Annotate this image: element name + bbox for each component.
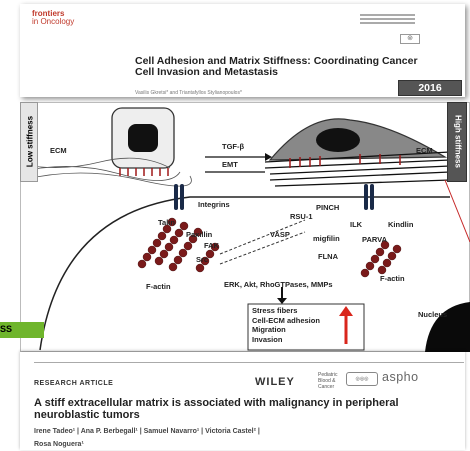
ilk-label: ILK (350, 220, 363, 229)
integrins-label: Integrins (198, 200, 230, 209)
low-stiffness-tab: Low stiffness (20, 102, 38, 182)
tgf-arrow-head (265, 153, 272, 161)
paper-top-card: frontiers in Oncology ⊚ Cell Adhesion an… (20, 4, 465, 97)
right-cell-nucleus (316, 128, 360, 152)
ecm-fibers-right (264, 151, 451, 187)
green-label-tab: SS (0, 322, 44, 338)
src-label: Src (196, 255, 209, 264)
left-cell-nucleus (128, 124, 158, 152)
kindlin-label: Kindlin (388, 220, 414, 229)
ecm-left-label: ECM (50, 146, 67, 155)
talin-label: Talin (158, 218, 175, 227)
vasp-label: VASP (270, 230, 290, 239)
tgf-label: TGF-β (222, 142, 245, 151)
authors-line: Rosa Noguera¹ (34, 441, 84, 448)
rsu1-label: RSU-1 (290, 212, 313, 221)
dashed-arrow-2 (219, 231, 306, 265)
parva-label: PARVA (362, 235, 388, 244)
zoom-line (444, 179, 470, 243)
publisher-logo: WILEY (255, 376, 295, 388)
paper-meta-lines (360, 14, 415, 28)
dashed-arrow-1 (219, 219, 306, 255)
pinch-label: PINCH (316, 203, 340, 212)
society-emblem-icon: ◎◎◎ (346, 372, 378, 386)
left-adhesions (119, 168, 169, 176)
logo-journal: in Oncology (32, 17, 75, 26)
nucleus-label: Nucleus (418, 310, 448, 319)
paper-top-title: Cell Adhesion and Matrix Stiffness: Coor… (135, 55, 418, 78)
paxillin-label: Paxillin (186, 230, 213, 239)
paper-bottom-authors: Irene Tadeo¹ | Ana P. Berbegall¹ | Samue… (34, 425, 414, 451)
right-adhesions (289, 154, 401, 168)
factin-left-beads (137, 217, 220, 273)
signaling-label: ERK, Akt, RhoGTPases, MMPs (224, 280, 333, 289)
outcome-item: Stress fibers (252, 306, 298, 315)
factin-left-label: F-actin (146, 282, 171, 291)
integrin-right (364, 184, 374, 210)
increase-arrow-head (339, 306, 353, 316)
flna-label: FLNA (318, 252, 338, 261)
outcome-item: Invasion (252, 334, 283, 344)
high-stiffness-tab: High stiffness (447, 102, 467, 182)
factin-right-beads (360, 240, 402, 278)
ecm-right-label: ECM (416, 146, 433, 155)
paper-header-line (34, 356, 464, 363)
paper-bottom-title: A stiff extracellular matrix is associat… (34, 397, 399, 421)
emt-label: EMT (222, 160, 238, 169)
low-stiffness-label: Low stiffness (25, 115, 35, 168)
frontiers-logo: frontiers in Oncology (32, 10, 74, 26)
paper-top-authors: Vasilis Gkretsi* and Triantafyllos Styli… (135, 90, 242, 96)
society-name: aspho (382, 370, 419, 384)
outcome-item: Cell-ECM adhesion (252, 315, 320, 325)
outcomes-list: Stress fibers Cell-ECM adhesion Migratio… (252, 306, 320, 344)
authors-line: Irene Tadeo¹ | Ana P. Berbegall¹ | Samue… (34, 428, 260, 435)
down-arrow-head (277, 298, 287, 304)
figure-diagram (20, 107, 470, 352)
fak-label: FAK (204, 241, 219, 250)
article-type: RESEARCH ARTICLE (34, 380, 114, 387)
journal-name: Pediatric Blood & Cancer (318, 372, 338, 390)
logo-name: frontiers (32, 9, 65, 18)
open-access-icon: ⊚ (400, 34, 420, 44)
outcome-item: Migration (252, 325, 286, 334)
integrin-left (174, 184, 184, 210)
nucleus-shape (425, 302, 470, 352)
cell-membrane (39, 196, 450, 351)
high-stiffness-label: High stiffness (453, 115, 463, 168)
migfilin-label: migfilin (313, 234, 340, 243)
green-tab-text: SS (0, 324, 13, 334)
year-badge-bottom: 2016 (398, 80, 462, 96)
factin-right-label: F-actin (380, 274, 405, 283)
paper-bottom-card: RESEARCH ARTICLE WILEY Pediatric Blood &… (20, 352, 465, 450)
